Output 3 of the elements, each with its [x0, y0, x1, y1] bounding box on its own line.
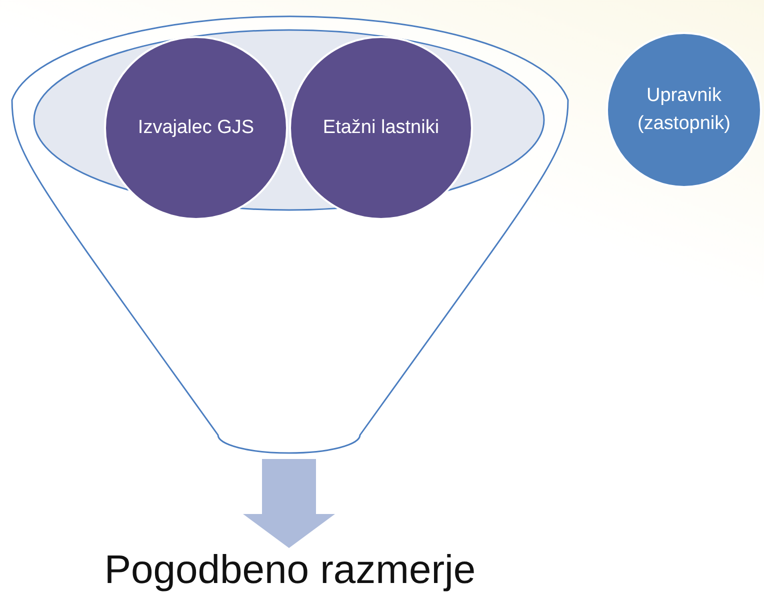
block-arrow [243, 459, 335, 548]
circle-node: Upravnik (zastopnik) [606, 32, 762, 188]
result-text: Pogodbeno razmerje [60, 548, 520, 592]
